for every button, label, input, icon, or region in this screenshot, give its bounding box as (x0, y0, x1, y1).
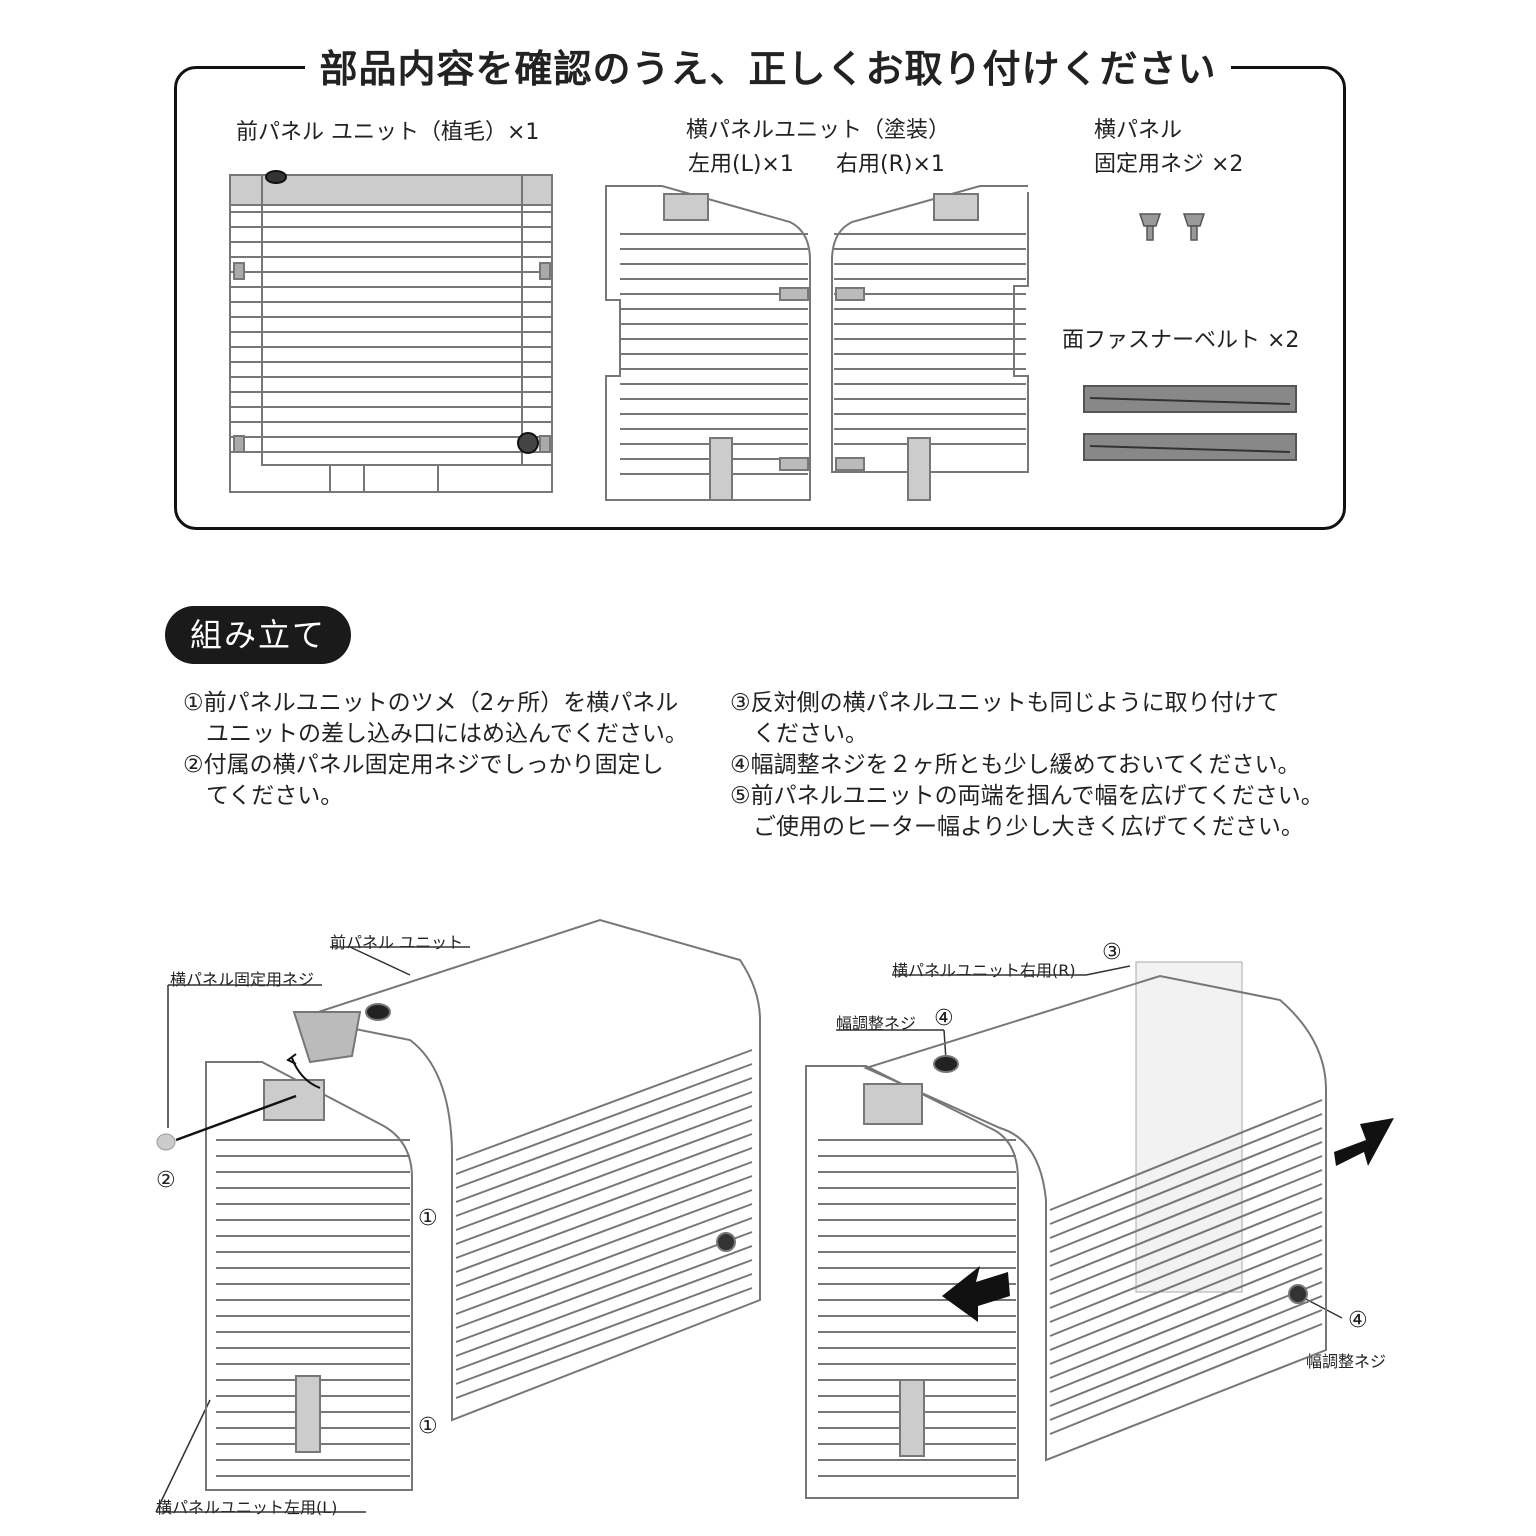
num-3: ③ (1102, 940, 1122, 965)
slat-line (455, 1147, 753, 1259)
slat-line (1049, 1253, 1323, 1365)
slat-line (1049, 1323, 1323, 1435)
slat-line (1049, 1211, 1323, 1323)
side-left-label: 左用(L)×1 (688, 152, 794, 177)
side-left-drawing (605, 185, 811, 501)
step-line: ④幅調整ネジを２ヶ所とも少し緩めておいてください。 (730, 752, 1301, 778)
screw-icons (1138, 213, 1206, 241)
fix-screw-icon (156, 1133, 176, 1151)
slat-line (1049, 1113, 1323, 1225)
step-line: ⑤前パネルユニットの両端を掴んで幅を広げてください。 (730, 783, 1324, 809)
slat-line (1049, 1239, 1323, 1351)
slat-line (1049, 1267, 1323, 1379)
slat-line (1049, 1225, 1323, 1337)
right-side-panel (805, 1065, 1019, 1499)
slat-line (1049, 1141, 1323, 1253)
step-line: ③反対側の横パネルユニットも同じように取り付けて (730, 690, 1280, 716)
num-4-bottom: ④ (1348, 1308, 1368, 1333)
left-front-panel (292, 918, 761, 1422)
screw-label-1: 横パネル (1094, 118, 1183, 143)
slat-line (1049, 1099, 1323, 1211)
slat-line (455, 1273, 753, 1385)
num-4-top: ④ (934, 1006, 954, 1031)
num-1-top: ① (418, 1206, 438, 1231)
slat-line (455, 1133, 753, 1245)
num-1-bottom: ① (418, 1414, 438, 1439)
slat-line (1049, 1155, 1323, 1267)
step-line: てください。 (183, 783, 344, 809)
slat-line (1049, 1295, 1323, 1407)
slat-line (455, 1287, 753, 1399)
slat-line (455, 1049, 753, 1161)
slat-line (455, 1063, 753, 1175)
arrow-right-icon (1334, 1118, 1394, 1166)
side-right-label: 右用(R)×1 (836, 152, 945, 177)
slat-line (455, 1161, 753, 1273)
label-adjust-screw-top: 幅調整ネジ (836, 1014, 917, 1033)
side-panel-title: 横パネルユニット（塗装） (686, 118, 951, 143)
slat-line (455, 1105, 753, 1217)
front-panel-label: 前パネル ユニット（植毛）×1 (236, 120, 540, 145)
step-line: ユニットの差し込み口にはめ込んでください。 (183, 721, 688, 747)
slat-line (1049, 1309, 1323, 1421)
side-right-drawing (831, 185, 1029, 501)
slat-line (455, 1203, 753, 1315)
assembly-heading: 組み立て (165, 606, 351, 664)
label-adjust-screw-bottom: 幅調整ネジ (1306, 1352, 1387, 1371)
slat-line (455, 1231, 753, 1343)
step-line: ①前パネルユニットのツメ（2ヶ所）を横パネル (183, 690, 679, 716)
right-front-panel (863, 974, 1327, 1462)
front-panel-drawing (229, 170, 553, 493)
page-title: 部品内容を確認のうえ、正しくお取り付けください (0, 38, 1536, 93)
slat-line (455, 1259, 753, 1371)
slat-line (1049, 1281, 1323, 1393)
screw-label-2: 固定用ネジ ×2 (1094, 152, 1244, 177)
slat-line (455, 1175, 753, 1287)
slat-line (1049, 1183, 1323, 1295)
slat-line (455, 1217, 753, 1329)
right-side-panel-ghost (1135, 961, 1243, 1293)
belt-label: 面ファスナーベルト ×2 (1062, 328, 1300, 353)
left-side-panel (205, 1061, 413, 1491)
belt-drawings (1083, 385, 1297, 461)
slat-line (455, 1189, 753, 1301)
step-line: ください。 (730, 721, 868, 747)
arrow-left-icon (942, 1266, 1010, 1322)
slat-line (1049, 1169, 1323, 1281)
step-line: ②付属の横パネル固定用ネジでしっかり固定し (183, 752, 664, 778)
slat-line (1049, 1197, 1323, 1309)
slat-line (455, 1245, 753, 1357)
num-2: ② (156, 1168, 176, 1193)
step-line: ご使用のヒーター幅より少し大きく広げてください。 (730, 814, 1304, 840)
slat-line (455, 1119, 753, 1231)
slat-line (455, 1077, 753, 1189)
slat-line (455, 1091, 753, 1203)
slat-line (1049, 1127, 1323, 1239)
